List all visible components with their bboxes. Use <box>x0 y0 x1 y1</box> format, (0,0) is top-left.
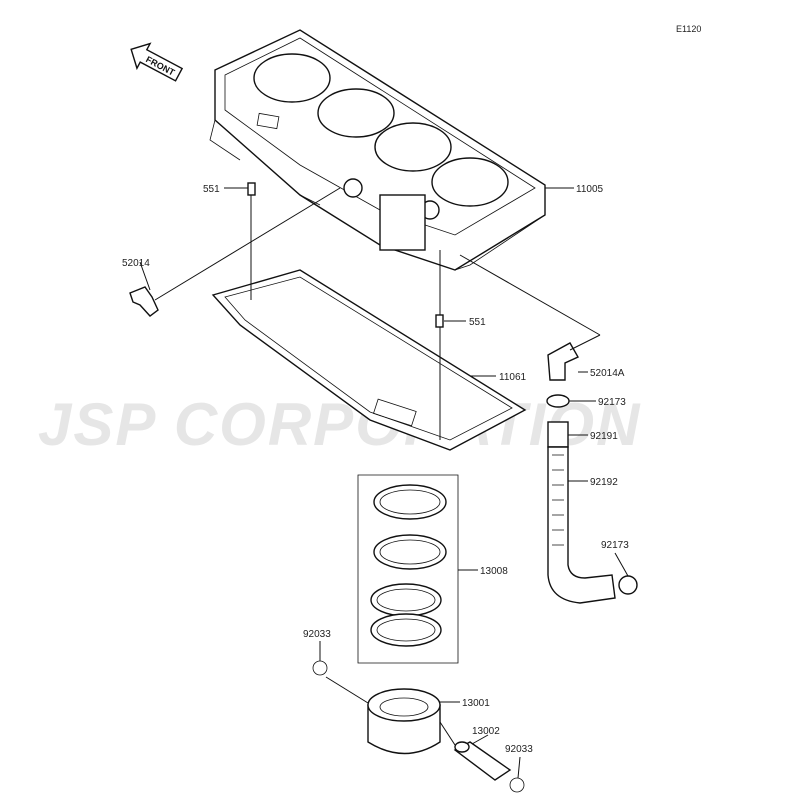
watermark: JSP CORPORATION <box>38 391 641 458</box>
callout-13001: 13001 <box>462 698 490 709</box>
front-arrow-icon: FRONT <box>130 42 184 82</box>
callout-92191: 92191 <box>590 431 618 442</box>
circlip-a-icon <box>312 660 328 676</box>
callout-92173-bottom: 92173 <box>601 540 629 551</box>
callout-92033-right: 92033 <box>505 744 533 755</box>
callout-92173-top: 92173 <box>598 397 626 408</box>
head-gasket-icon <box>211 269 527 451</box>
clamp-bottom-icon <box>618 575 638 595</box>
callout-13008: 13008 <box>480 566 508 577</box>
callout-92192: 92192 <box>590 477 618 488</box>
cylinder-block-icon <box>209 29 546 271</box>
dowel-pin-top-icon <box>247 182 256 196</box>
piston-pin-icon <box>453 741 512 781</box>
callout-551-top: 551 <box>203 184 220 195</box>
dowel-pin-mid-icon <box>435 314 444 328</box>
fitting-52014-icon <box>129 286 159 317</box>
callout-11005: 11005 <box>576 184 604 195</box>
fitting-52014a-icon <box>547 342 579 381</box>
callout-52014a: 52014A <box>590 368 625 379</box>
piston-ring-set-icon <box>357 474 459 664</box>
callout-11061: 11061 <box>499 372 527 383</box>
callout-13002: 13002 <box>472 726 500 737</box>
callout-551-mid: 551 <box>469 317 486 328</box>
clamp-top-icon <box>546 394 570 408</box>
diagram-code: E1120 <box>676 24 701 34</box>
callout-92033-left: 92033 <box>303 629 331 640</box>
circlip-b-icon <box>509 777 525 793</box>
callout-52014: 52014 <box>122 258 150 269</box>
leader-lines <box>139 187 629 779</box>
piston-icon <box>367 688 441 755</box>
